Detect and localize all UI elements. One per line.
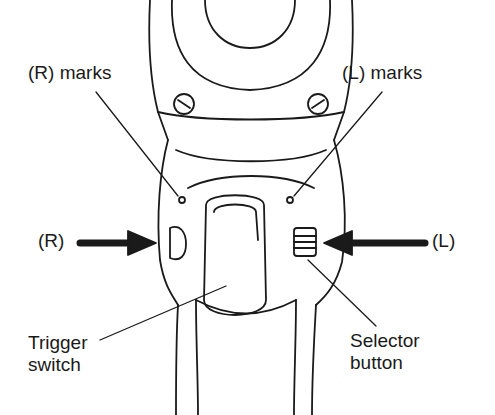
housing-inner [172, 0, 330, 90]
leader-line [96, 92, 178, 196]
body-arch-inner [188, 176, 314, 188]
arrow-l [346, 240, 425, 247]
screw-slot [178, 100, 190, 108]
part-label: Selector button [350, 330, 460, 374]
trigger-face [214, 205, 258, 241]
handle-inner-left [196, 300, 198, 415]
l-mark [287, 197, 293, 203]
arrowhead-r [128, 231, 156, 255]
part-label: (R) [38, 230, 83, 252]
selector-button-r [170, 227, 186, 259]
selector-grip [294, 236, 316, 248]
trigger-switch [204, 195, 266, 315]
selector-button [294, 228, 316, 256]
handle-left [176, 305, 178, 415]
handle-seam [196, 300, 296, 314]
part-label: Trigger switch [28, 332, 123, 376]
part-label: (L) marks [342, 62, 482, 84]
screw [308, 94, 328, 114]
handle-right [312, 305, 316, 415]
screw-slot [312, 100, 324, 108]
leader-line [100, 286, 226, 340]
leader-line [294, 92, 382, 196]
housing-left [149, 0, 168, 140]
arrow-r [80, 240, 134, 247]
chuck-ring [205, 0, 295, 48]
body-arch [176, 150, 326, 161]
part-label: (L) [432, 230, 482, 252]
arrowhead-l [324, 231, 352, 255]
leader-line [308, 260, 376, 326]
r-mark [179, 197, 185, 203]
part-label: (R) marks [28, 62, 158, 84]
body-left [158, 140, 178, 305]
handle-inner-right [294, 300, 296, 415]
screw [174, 94, 194, 114]
